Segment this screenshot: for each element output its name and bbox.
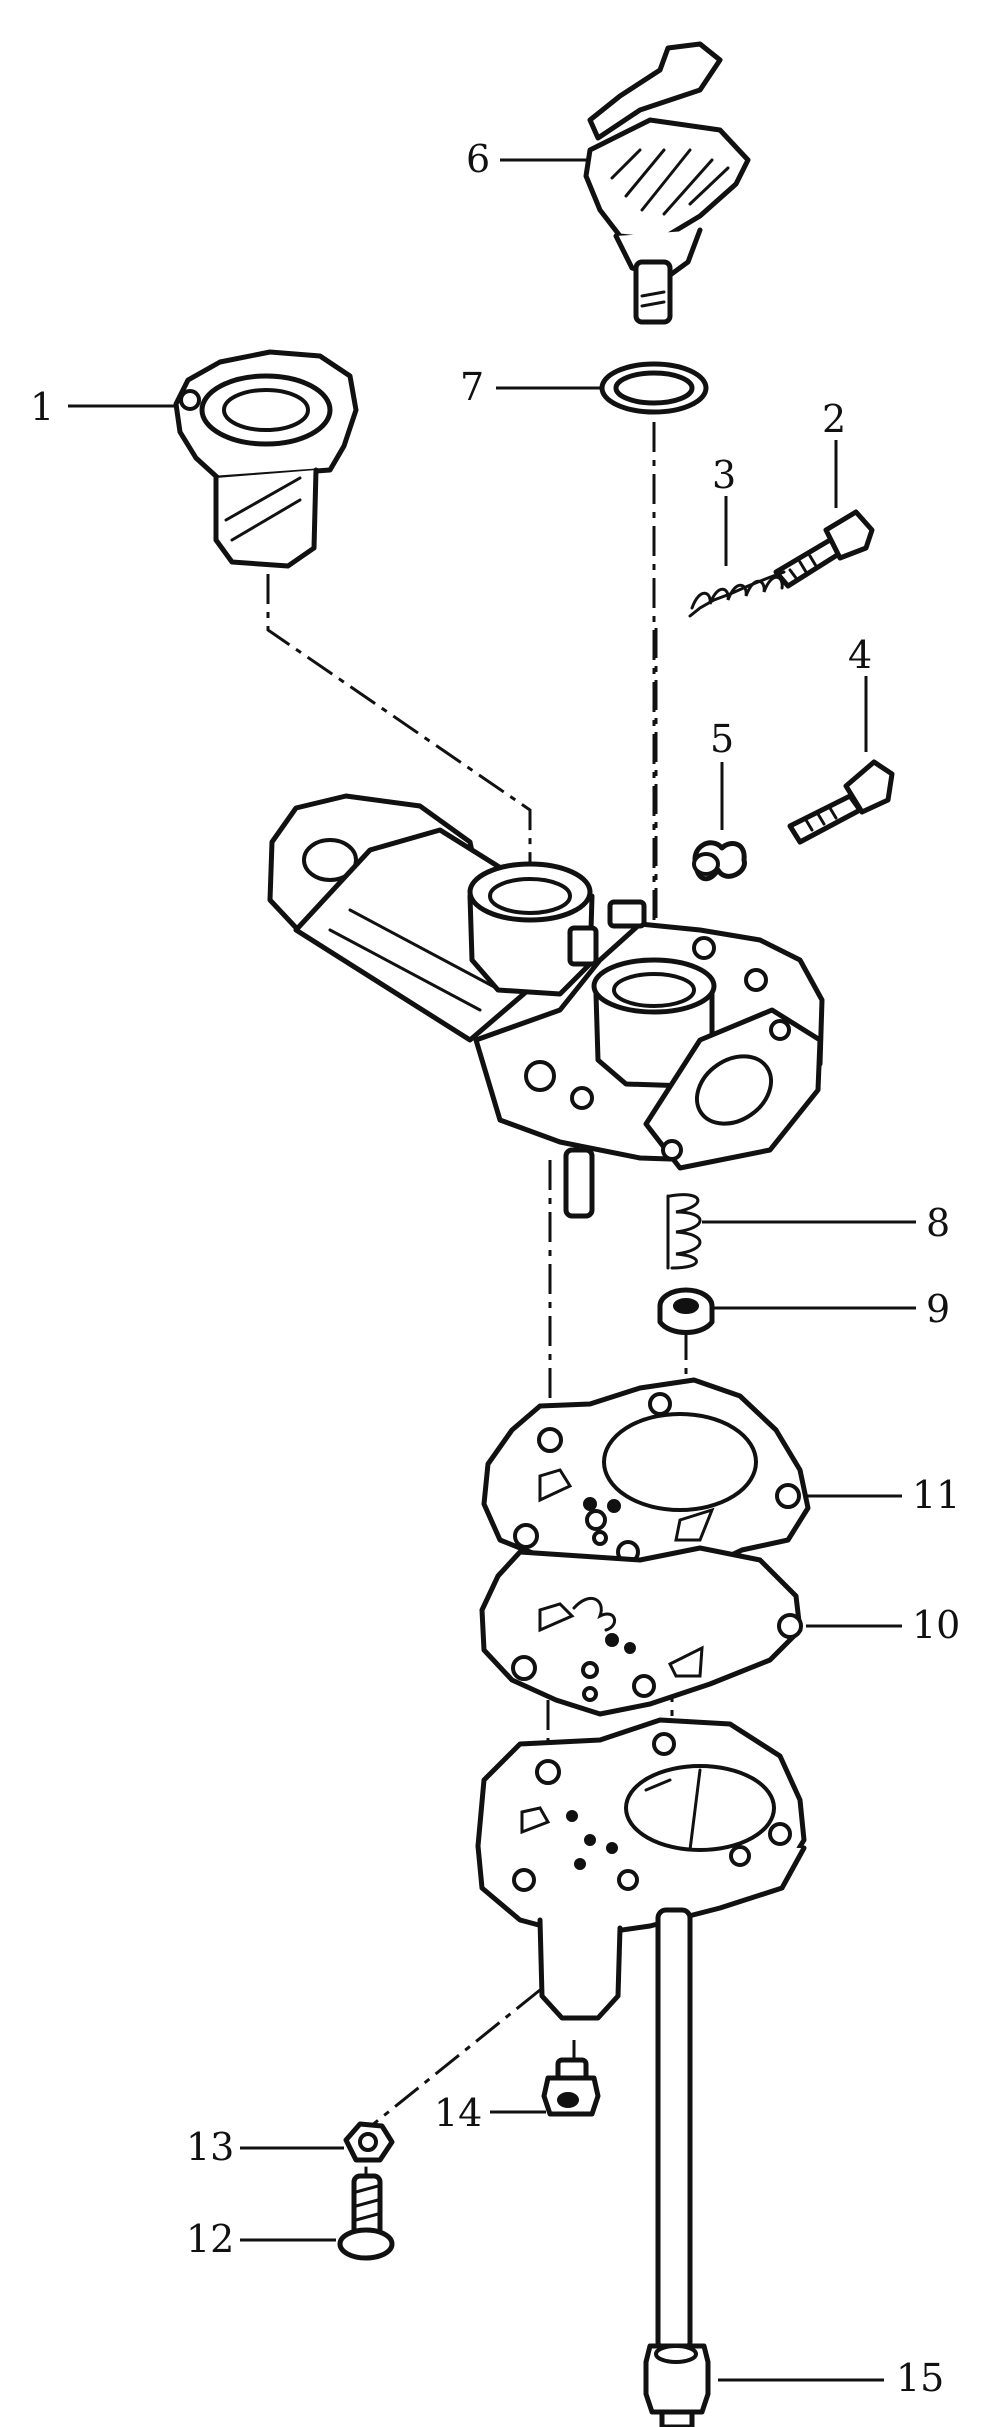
callout-label-4: 4 xyxy=(848,633,872,677)
pump-cover xyxy=(475,1717,807,2353)
part-6-primer-assembly xyxy=(583,41,751,325)
part-2-adjust-screw xyxy=(773,509,875,589)
part-7-o-ring xyxy=(599,361,709,415)
part-1-elbow-fitting xyxy=(173,349,359,569)
part-4-mixture-screw xyxy=(787,759,895,845)
callout-label-3: 3 xyxy=(712,453,736,497)
centerline-elbow-to-body xyxy=(266,574,532,880)
part-14-plug xyxy=(541,2057,601,2117)
callout-label-12: 12 xyxy=(186,2217,234,2261)
carburetor-body xyxy=(267,793,825,1219)
part-5-small-spring xyxy=(692,840,747,882)
part-11-gasket xyxy=(481,1377,811,1583)
part-10-diaphragm xyxy=(479,1545,803,1717)
callout-label-11: 11 xyxy=(912,1473,960,1517)
part-13-nut xyxy=(343,2121,395,2163)
callout-label-2: 2 xyxy=(822,397,846,441)
assembly-center-lines xyxy=(266,370,688,2230)
callout-label-8: 8 xyxy=(926,1201,950,1245)
callout-label-15: 15 xyxy=(896,2356,944,2400)
part-8-spring xyxy=(666,1193,702,1270)
callout-label-14: 14 xyxy=(434,2091,482,2135)
part-12-screw xyxy=(337,2173,395,2261)
callout-label-13: 13 xyxy=(186,2125,234,2169)
callout-label-1: 1 xyxy=(30,385,54,429)
callout-label-6: 6 xyxy=(466,137,490,181)
callout-label-10: 10 xyxy=(912,1603,960,1647)
callout-label-9: 9 xyxy=(926,1287,950,1331)
leader-lines xyxy=(68,158,916,2382)
part-9-valve-seat xyxy=(657,1287,715,1335)
callout-label-5: 5 xyxy=(710,717,734,761)
part-15-tube-fitting xyxy=(643,2343,711,2427)
callout-label-7: 7 xyxy=(460,365,484,409)
part-3-spring xyxy=(688,570,786,618)
